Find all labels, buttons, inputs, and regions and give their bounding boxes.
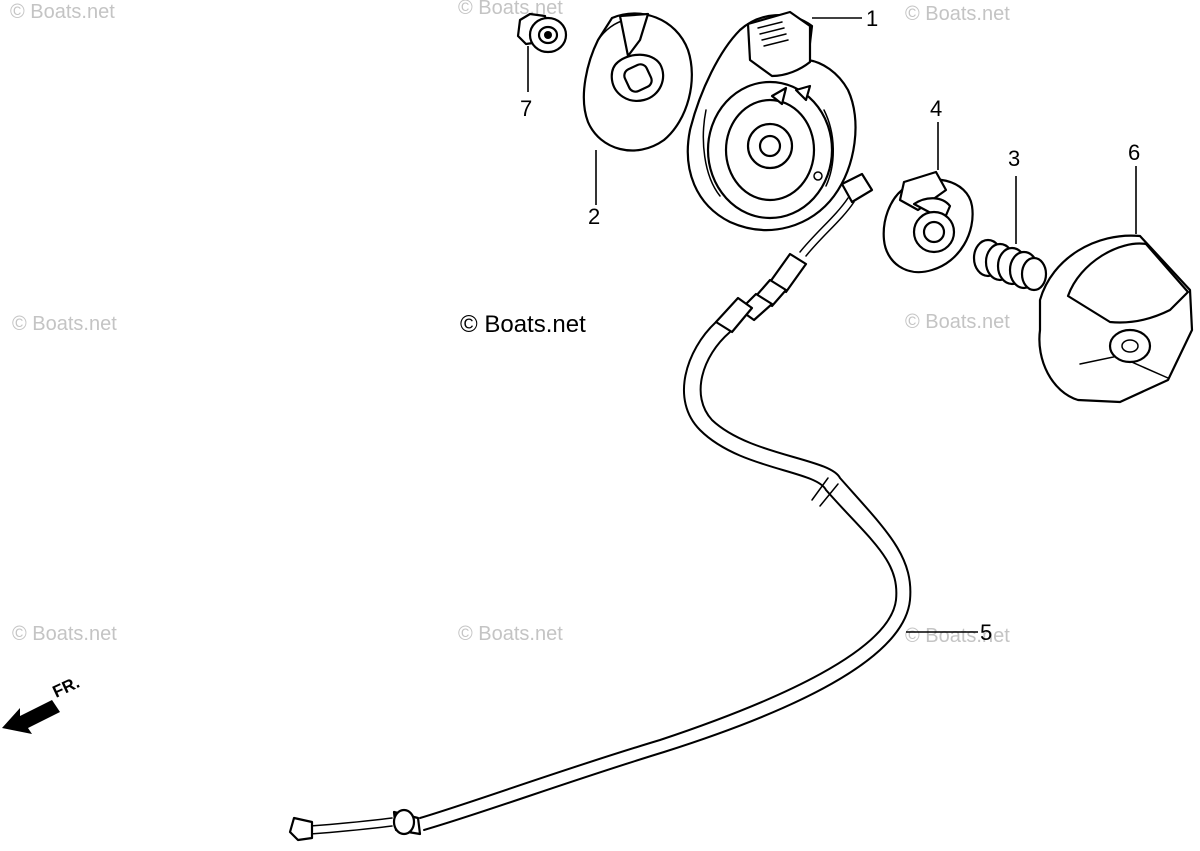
- watermark: © Boats.net: [12, 313, 117, 335]
- callout-3: 3: [1008, 146, 1020, 171]
- watermark: © Boats.net: [10, 1, 115, 23]
- watermark: © Boats.net: [12, 623, 117, 645]
- callout-2: 2: [588, 204, 600, 229]
- copyright-label: © Boats.net: [460, 311, 586, 338]
- front-arrow: FR.: [2, 673, 83, 734]
- part-throttle-cable: [288, 172, 978, 842]
- arrow-icon: [2, 700, 60, 734]
- watermark: © Boats.net: [905, 311, 1010, 333]
- watermark: © Boats.net: [458, 0, 563, 19]
- watermark: © Boats.net: [905, 625, 1010, 647]
- part-throttle-cam: [882, 122, 974, 274]
- part-nut: [516, 12, 568, 92]
- part-cover-plate: [582, 12, 693, 205]
- part-lever-cover: [1038, 166, 1194, 404]
- callout-4: 4: [930, 96, 942, 121]
- part-throttle-housing: [686, 10, 862, 232]
- callouts: 1 2 3 4 5 6 7: [520, 6, 1140, 645]
- callout-5: 5: [980, 620, 992, 645]
- part-return-spring: [972, 176, 1048, 292]
- callout-7: 7: [520, 96, 532, 121]
- callout-1: 1: [866, 6, 878, 31]
- watermark: © Boats.net: [458, 623, 563, 645]
- watermarks: © Boats.net © Boats.net © Boats.net © Bo…: [10, 0, 1010, 647]
- callout-6: 6: [1128, 140, 1140, 165]
- front-label: FR.: [50, 673, 83, 702]
- watermark: © Boats.net: [905, 3, 1010, 25]
